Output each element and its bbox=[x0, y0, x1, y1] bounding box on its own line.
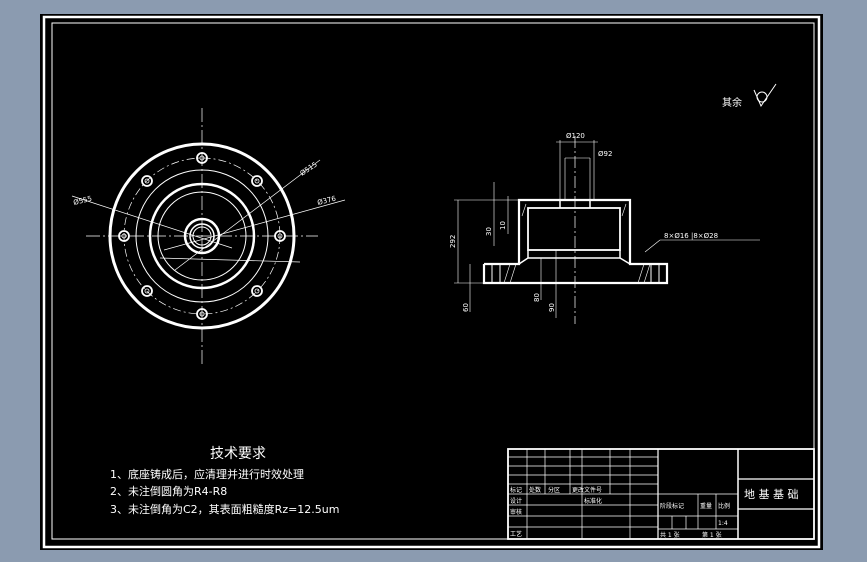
technical-requirements: 技术要求 1、底座铸成后，应清理并进行时效处理 2、未注倒圆角为R4-R8 3、… bbox=[110, 446, 340, 516]
tb-scale-value: 1:4 bbox=[718, 520, 728, 527]
tb-label-count: 处数 bbox=[529, 486, 541, 494]
tb-label-change-doc: 更改文件号 bbox=[572, 486, 602, 494]
outer-border bbox=[42, 15, 821, 549]
dim-90: 90 bbox=[548, 303, 556, 312]
tb-label-mark: 标记 bbox=[510, 486, 522, 494]
tb-sheet-no: 第 1 张 bbox=[702, 531, 722, 539]
tb-label-weight: 重量 bbox=[700, 502, 712, 510]
drawing-sheet bbox=[40, 14, 823, 550]
tb-sheets-total: 共 1 张 bbox=[660, 531, 680, 539]
tb-label-check: 审核 bbox=[510, 508, 522, 516]
tb-label-scale: 比例 bbox=[718, 502, 730, 510]
tb-label-design: 设计 bbox=[510, 497, 522, 505]
tb-label-process: 工艺 bbox=[510, 530, 522, 538]
tech-req-item-1: 1、底座铸成后，应清理并进行时效处理 bbox=[110, 467, 304, 481]
plan-view bbox=[71, 108, 346, 364]
tech-req-title: 技术要求 bbox=[210, 446, 266, 462]
inner-border bbox=[51, 22, 815, 540]
dim-top-inner: Ø92 bbox=[598, 150, 612, 158]
hole-callout: 8×Ø16 |8×Ø28 bbox=[664, 232, 718, 240]
tech-req-item-3: 3、未注倒角为C2，其表面粗糙度Rz=12.5um bbox=[110, 502, 340, 516]
roughness-note: 其余 bbox=[722, 83, 777, 109]
dim-30: 30 bbox=[485, 227, 493, 236]
tb-label-stage-mark: 阶段标记 bbox=[660, 502, 684, 510]
roughness-symbol-icon bbox=[753, 83, 777, 108]
section-view bbox=[454, 136, 760, 324]
bolt-holes bbox=[118, 152, 286, 320]
tb-label-standard: 标准化 bbox=[584, 497, 602, 505]
title-block bbox=[507, 448, 815, 540]
dim-10: 10 bbox=[499, 221, 507, 230]
dim-60: 60 bbox=[462, 303, 470, 312]
tech-req-item-2: 2、未注倒圆角为R4-R8 bbox=[110, 484, 227, 498]
dim-total-height: 292 bbox=[449, 235, 457, 248]
roughness-note-text: 其余 bbox=[722, 96, 742, 109]
dim-80: 80 bbox=[533, 293, 541, 302]
dim-top-outer: Ø120 bbox=[566, 132, 585, 140]
tb-label-zone: 分区 bbox=[548, 486, 560, 494]
part-name: 地 基 基 础 bbox=[744, 488, 799, 501]
